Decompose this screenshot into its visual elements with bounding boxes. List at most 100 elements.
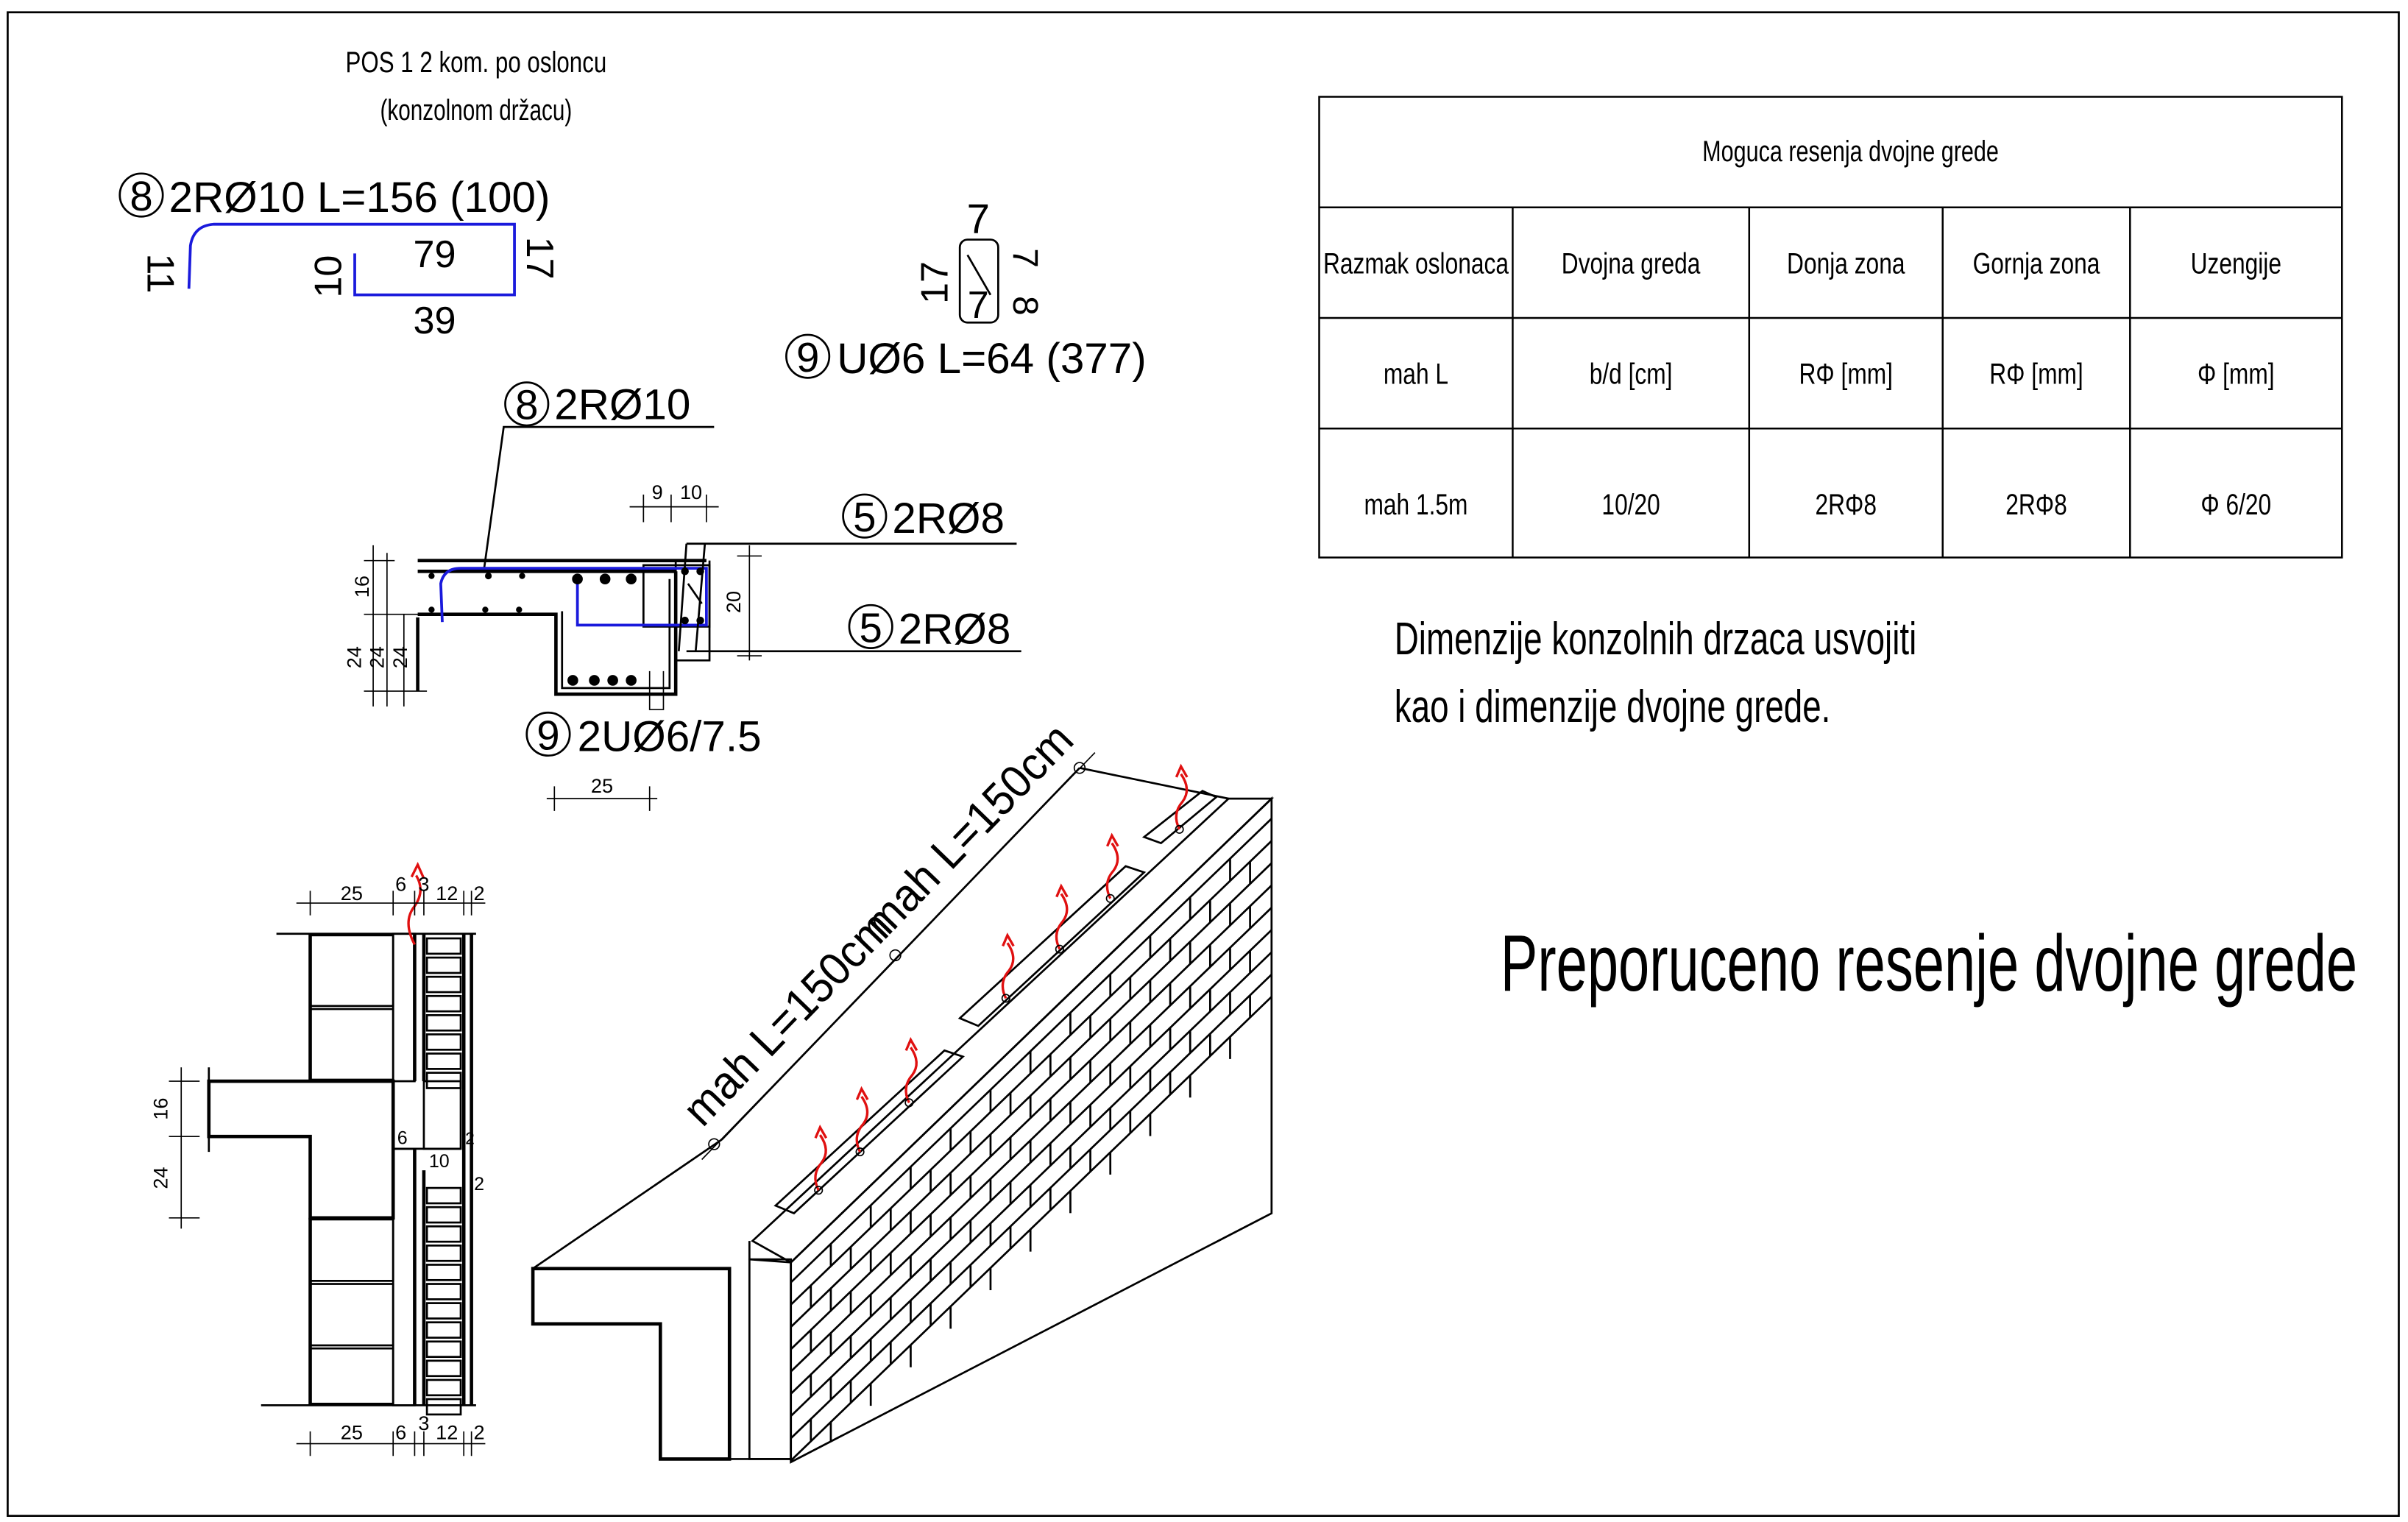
bar8-shape: [187, 222, 516, 297]
iso-dims: [701, 751, 1096, 1161]
brick: [425, 994, 462, 1013]
bar8-dim-bottom: 39: [414, 300, 456, 342]
table-cell: 2RΦ8: [2005, 489, 2067, 521]
rebar-dots: [428, 567, 704, 686]
masonry-block: [309, 1283, 394, 1347]
hole: [1055, 944, 1064, 954]
position-mark-circle: [848, 604, 893, 649]
table-cell: Φ [mm]: [2198, 358, 2275, 390]
section-bar5a-label: 2RØ8: [892, 495, 1005, 542]
anchor-icon: [1055, 883, 1069, 950]
brick: [425, 1321, 462, 1339]
anchor-icon: [904, 1037, 918, 1104]
hole: [1175, 824, 1184, 834]
brick: [425, 1264, 462, 1281]
section-bar8-mark: 8: [515, 382, 538, 428]
table-cell: Gornja zona: [1973, 247, 2100, 280]
masonry-block: [309, 1008, 394, 1081]
section-stirrup-label: 2UØ6/7.5: [578, 712, 762, 760]
dim-text: 3: [418, 1412, 429, 1434]
dim-text: 24: [149, 1167, 171, 1189]
bar8-dim-right: 17: [518, 237, 561, 280]
dim-text: 6: [395, 1420, 406, 1443]
stirrup-dim-inner: 7: [968, 284, 989, 327]
span-label-2: mah L=150cm: [854, 714, 1083, 949]
dim-10: 10: [680, 481, 702, 503]
stirrup9-mark: 9: [796, 334, 819, 380]
dim-text: 25: [341, 1420, 363, 1443]
dim-text: 12: [436, 882, 458, 905]
stirrup9-schedule: 7 7 17 7 8 9 UØ6 L=64 (377): [785, 196, 1147, 383]
brick: [425, 1398, 462, 1416]
position-mark-circle: [504, 381, 550, 427]
brick: [425, 1302, 462, 1320]
anchor-icon: [1001, 932, 1015, 999]
dim-text: 2: [465, 1129, 475, 1148]
note-line-1: Dimenzije konzolnih drzaca usvojiti: [1395, 613, 1916, 665]
stirrup-dim-right-a: 7: [1005, 248, 1044, 268]
span-label-1: mah L=150cm: [673, 901, 902, 1136]
dim-text: 3: [418, 872, 429, 895]
brick: [425, 956, 462, 974]
dim-25: 25: [591, 774, 613, 797]
masonry-block: [309, 1347, 394, 1405]
section-bar5b-mark: 5: [860, 604, 882, 651]
pos-subtitle: (konzolnom držacu): [380, 94, 572, 127]
dim-text: 12: [436, 1420, 458, 1443]
isometric-view: mah L=150cm mah L=150cm: [531, 714, 1275, 1464]
anchor-icon: [1105, 832, 1119, 899]
brick: [425, 1013, 462, 1032]
stirrup-dim-top: 7: [967, 196, 990, 242]
stirrup-shape: [958, 238, 999, 324]
brick-course-line: [790, 840, 1272, 1306]
masonry-block: [309, 934, 394, 1008]
brick: [425, 1033, 462, 1051]
stirrup9-label: UØ6 L=64 (377): [837, 335, 1146, 383]
brick: [425, 1283, 462, 1300]
dim-text: 2: [474, 1174, 484, 1194]
table-cell: Uzengije: [2191, 247, 2281, 280]
table-cell: RΦ [mm]: [1799, 358, 1893, 390]
dim-text: 25: [341, 882, 363, 905]
anchor-icon: [855, 1086, 869, 1153]
bar8-dim-left: 11: [138, 253, 181, 293]
brick-course-line: [790, 907, 1272, 1373]
wall-section: 25 6 3 12 2 25 6 3 12 2 16 24 6 10 2 2: [149, 861, 486, 1456]
table-cell: mah L: [1384, 358, 1448, 390]
table-title: Moguca resenja dvojne grede: [1702, 135, 1999, 168]
table-cell: 10/20: [1601, 489, 1660, 521]
sheet-border: [7, 11, 2400, 1517]
table-cell: Razmak oslonaca: [1323, 247, 1509, 280]
beam-cross-section: 8 2RØ10 5 2RØ8 5 2RØ8 9 10 20 16 24 24 2…: [342, 381, 1021, 811]
dim-16: 16: [350, 576, 373, 598]
brick-course-line: [790, 951, 1272, 1417]
brick: [425, 975, 462, 994]
stirrup-dim-right-b: 8: [1005, 296, 1044, 316]
beam-slots: [773, 790, 1219, 1215]
dim-text: 6: [395, 872, 406, 895]
dim-9: 9: [652, 481, 663, 503]
section-bar5a-mark: 5: [853, 494, 876, 540]
brick: [425, 1378, 462, 1397]
brick-course-line: [790, 974, 1272, 1440]
brick-course-line: [790, 862, 1272, 1328]
anchor-icon: [1175, 763, 1189, 830]
dim-text: 2: [474, 1420, 485, 1443]
note-line-2: kao i dimenzije dvojne grede.: [1395, 681, 1831, 732]
position-mark-circle: [785, 333, 831, 379]
masonry-block: [309, 1218, 394, 1282]
section-bar5b-label: 2RØ8: [899, 605, 1011, 653]
bar8-schedule: 8 2RØ10 L=156 (100) 11 10 79 17 39: [118, 172, 561, 342]
brick: [425, 1206, 462, 1224]
dim-24b: 24: [366, 646, 389, 668]
hole: [1105, 893, 1115, 903]
brick: [425, 1245, 462, 1262]
anchor-icon: [814, 1124, 828, 1191]
stirrup-dim-left: 17: [914, 261, 957, 304]
dim-text: 16: [149, 1098, 171, 1120]
bar8-label: 2RØ10 L=156 (100): [169, 174, 550, 222]
bar8-dim-inner: 10: [307, 255, 350, 298]
solutions-table: Moguca resenja dvojne grede Razmak oslon…: [1318, 96, 2343, 559]
dim-text: 10: [429, 1151, 450, 1172]
table-cell: Donja zona: [1787, 247, 1905, 280]
